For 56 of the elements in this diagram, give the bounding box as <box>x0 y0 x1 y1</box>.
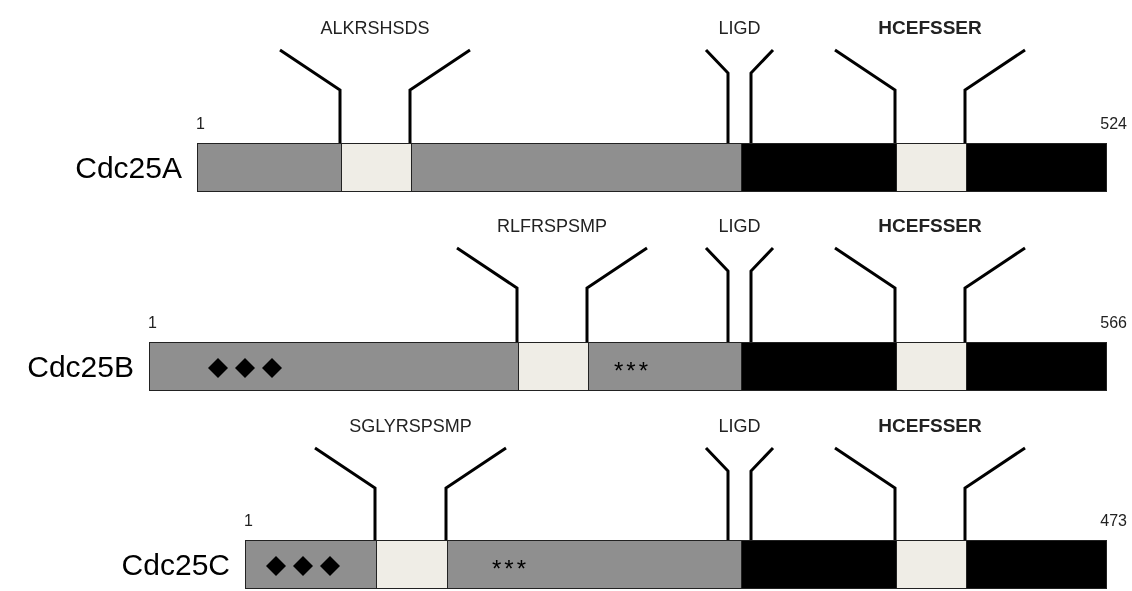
residue-number: 1 <box>244 511 253 531</box>
leader-line <box>749 446 775 540</box>
domain-segment <box>741 343 896 390</box>
protein-name: Cdc25A <box>75 150 182 186</box>
domain-segment <box>447 541 741 588</box>
leader-line <box>444 446 507 540</box>
domain-segment <box>150 343 518 390</box>
leader-line <box>749 48 775 143</box>
leader-line <box>279 48 342 143</box>
sequence-label: HCEFSSER <box>878 413 982 438</box>
leader-line <box>585 246 648 342</box>
residue-number: 1 <box>196 114 205 134</box>
leader-line <box>749 246 775 342</box>
domain-segment <box>198 144 341 191</box>
sequence-label: HCEFSSER <box>878 15 982 40</box>
leader-line <box>834 446 897 540</box>
domain-segment <box>588 343 741 390</box>
domain-segment <box>741 541 896 588</box>
domain-segment <box>896 343 966 390</box>
domain-segment <box>966 541 1106 588</box>
leader-line <box>834 246 897 342</box>
leader-line <box>408 48 471 143</box>
asterisk-marks: *** <box>614 359 652 383</box>
domain-segment <box>376 541 447 588</box>
domain-segment <box>246 541 376 588</box>
domain-segment <box>741 144 896 191</box>
sequence-label: LIGD <box>718 414 761 438</box>
protein-name: Cdc25B <box>27 349 134 385</box>
domain-segment <box>896 144 966 191</box>
leader-line <box>704 246 730 342</box>
leader-line <box>834 48 897 143</box>
leader-line <box>963 246 1026 342</box>
domain-segment <box>341 144 411 191</box>
domain-segment <box>966 343 1106 390</box>
leader-line <box>314 446 377 540</box>
domain-segment <box>518 343 588 390</box>
domain-segment <box>411 144 741 191</box>
residue-number: 524 <box>1099 114 1127 134</box>
domain-segment <box>896 541 966 588</box>
leader-line <box>963 446 1026 540</box>
sequence-label: RLFRSPSMP <box>497 214 607 238</box>
residue-number: 473 <box>1099 511 1127 531</box>
asterisk-marks: *** <box>492 557 530 581</box>
sequence-label: LIGD <box>718 214 761 238</box>
residue-number: 566 <box>1099 313 1127 333</box>
sequence-label: SGLYRSPSMP <box>349 414 472 438</box>
domain-segment <box>966 144 1106 191</box>
sequence-label: HCEFSSER <box>878 213 982 238</box>
protein-name: Cdc25C <box>121 547 230 583</box>
leader-line <box>704 48 730 143</box>
sequence-label: ALKRSHSDS <box>320 16 430 40</box>
leader-line <box>456 246 519 342</box>
leader-line <box>704 446 730 540</box>
sequence-label: LIGD <box>718 16 761 40</box>
leader-line <box>963 48 1026 143</box>
residue-number: 1 <box>148 313 157 333</box>
